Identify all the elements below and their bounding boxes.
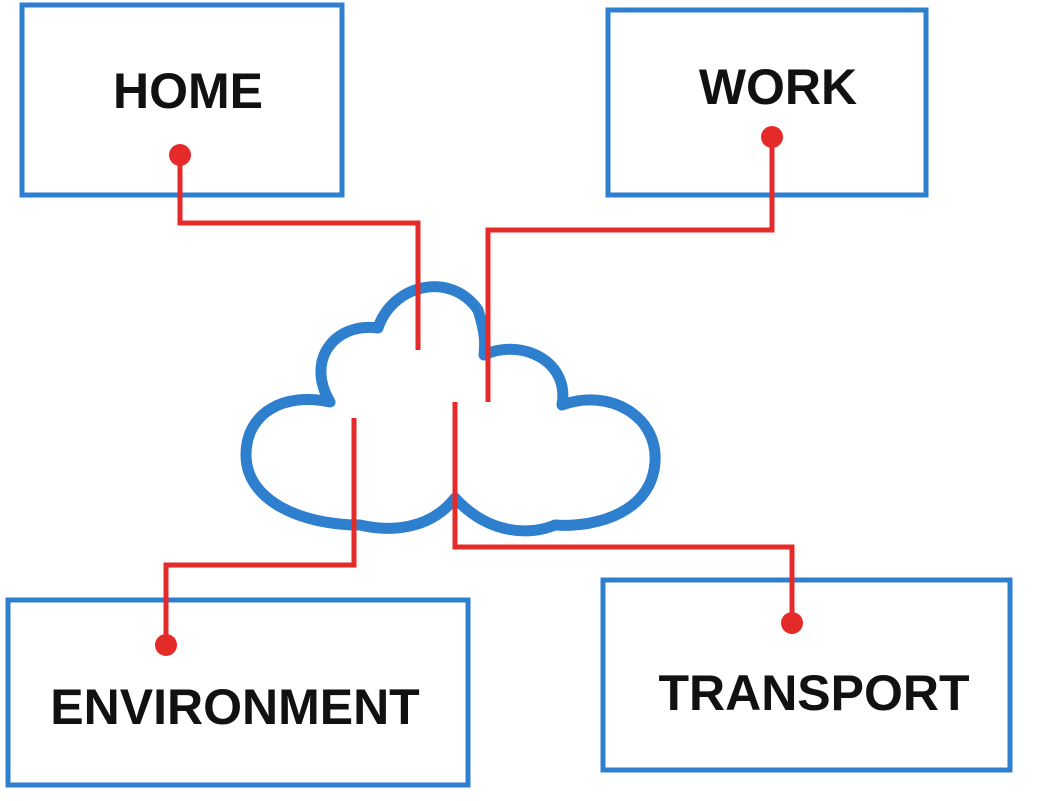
work-label: WORK: [699, 59, 857, 115]
environment-label: ENVIRONMENT: [50, 679, 419, 735]
transport-endpoint: [781, 612, 803, 634]
environment-connector: [163, 418, 357, 645]
work-connector: [485, 137, 775, 402]
transport-label: TRANSPORT: [658, 665, 969, 721]
environment-node: ENVIRONMENT: [5, 597, 471, 788]
work-node: WORK: [605, 7, 929, 198]
transport-node: TRANSPORT: [600, 577, 1013, 773]
work-endpoint: [761, 126, 783, 148]
transport-box: [600, 577, 1013, 773]
environment-endpoint: [155, 634, 177, 656]
connectors: [155, 126, 803, 656]
environment-box: [5, 597, 471, 788]
work-box: [605, 7, 929, 198]
transport-connector: [452, 402, 795, 623]
home-endpoint: [169, 144, 191, 166]
home-connector: [177, 155, 421, 350]
cloud-icon: [240, 281, 661, 537]
home-label: HOME: [113, 63, 263, 119]
